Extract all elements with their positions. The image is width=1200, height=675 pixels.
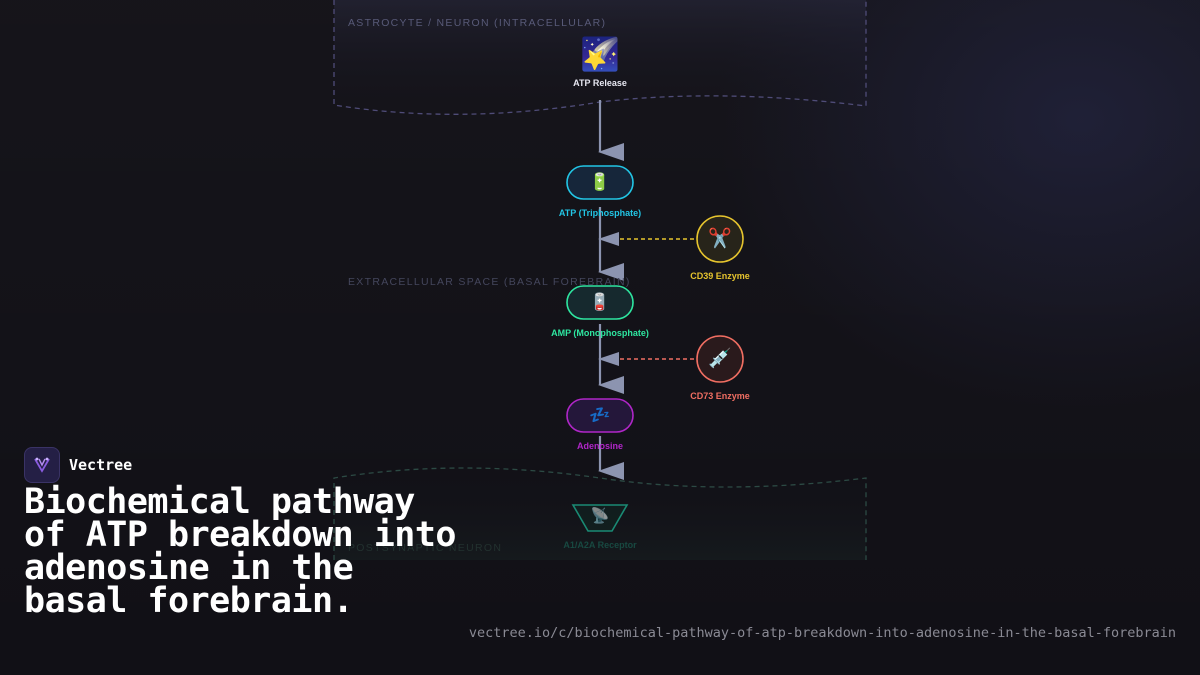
amp-label: AMP (Monophosphate)	[551, 328, 649, 338]
receptor-label: A1/A2A Receptor	[563, 540, 637, 550]
scissors-icon: ✂️	[708, 228, 732, 250]
postsynaptic-zone-label: POSTSYNAPTIC NEURON	[348, 542, 503, 554]
amp-node	[566, 285, 634, 320]
adenosine-label: Adenosine	[576, 441, 624, 451]
cd73-label: CD73 Enzyme	[690, 391, 750, 401]
brand-name: Vectree	[69, 456, 133, 474]
syringe-icon: 💉	[708, 348, 732, 370]
atp-release-label: ATP Release	[573, 78, 627, 88]
page-title: Biochemical pathway of ATP breakdown int…	[24, 482, 457, 621]
atp-node	[566, 165, 634, 200]
extracellular-zone-label: EXTRACELLULAR SPACE (BASAL FOREBRAIN)	[348, 276, 631, 288]
cd39-connector-head	[598, 232, 619, 246]
cd39-label: CD39 Enzyme	[690, 271, 750, 281]
shooting-star-icon: 🌠	[580, 36, 620, 72]
satellite-dish-icon: 📡	[590, 507, 610, 525]
adenosine-node	[566, 398, 634, 433]
atp-label: ATP (Triphosphate)	[558, 208, 642, 218]
intracellular-zone-label: ASTROCYTE / NEURON (INTRACELLULAR)	[348, 17, 607, 29]
cd73-node	[696, 335, 744, 383]
receptor-node	[571, 504, 629, 532]
cd73-connector-head	[598, 352, 619, 366]
vectree-logo-icon	[24, 447, 60, 483]
sleeping-icon: 💤	[589, 405, 611, 425]
battery-icon: 🔋	[589, 172, 611, 192]
brand[interactable]: Vectree	[24, 447, 132, 483]
source-url[interactable]: vectree.io/c/biochemical-pathway-of-atp-…	[468, 625, 1176, 641]
low-battery-icon: 🪫	[589, 292, 611, 312]
cd39-node	[696, 215, 744, 263]
